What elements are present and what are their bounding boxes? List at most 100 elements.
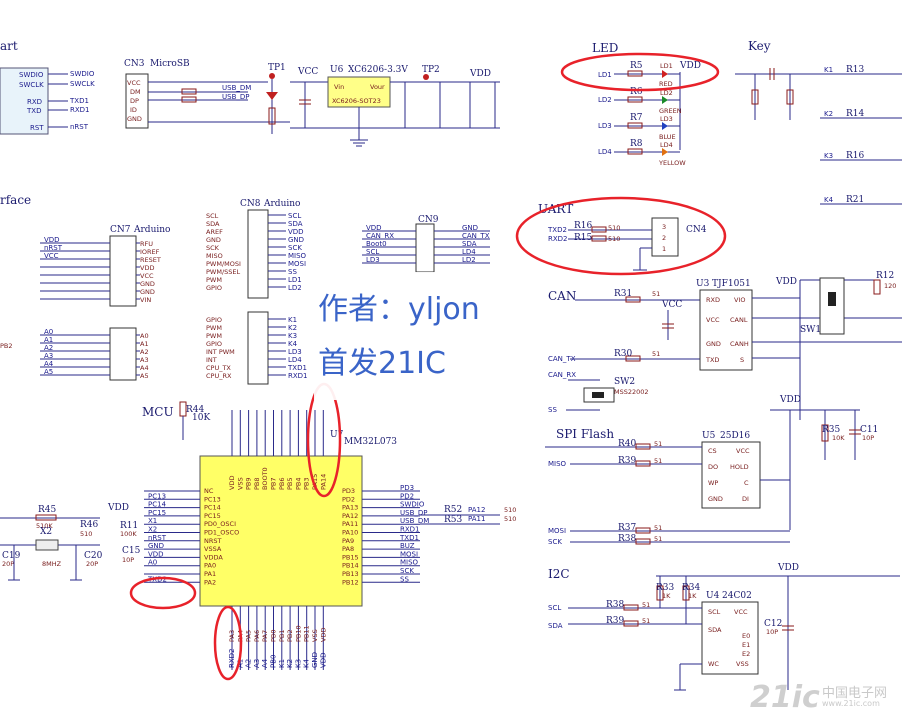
r39-label: R39: [618, 456, 637, 466]
cn8-right-6: MOSI: [288, 260, 306, 268]
mcu-bottom-pin-0: PA3: [228, 630, 236, 642]
mcu-right-net-8: MOSI: [400, 550, 418, 558]
cn7-right-1: IOREF: [140, 248, 160, 256]
r12-ref: R12: [876, 271, 894, 281]
cn8-right-0: SCL: [288, 212, 301, 220]
mcu-bottom-net-4: A4: [261, 658, 269, 668]
u5-pin-l-0: CS: [708, 447, 717, 455]
mcu-right-net-1: PD2: [400, 492, 414, 500]
cn4-net-1: RXD2: [548, 235, 568, 243]
r38b-label: R38: [606, 600, 625, 610]
led-vdd: VDD: [679, 61, 701, 71]
cn8-left-2: AREF: [206, 228, 223, 236]
cn7-left-0: VDD: [44, 236, 60, 244]
r46-ref: R46: [80, 520, 99, 530]
tp2-ref: TP2: [422, 65, 440, 75]
cn8-top: [247, 209, 269, 299]
u4-pin-l-1: SDA: [708, 626, 722, 634]
mcu-left-pin-6: NRST: [204, 537, 222, 545]
cn9-ref: CN9: [418, 215, 439, 225]
mcu-right-net-5: RXD1: [400, 526, 420, 534]
cn4-res-0-val: 510: [608, 224, 620, 232]
led-net-0: LD1: [598, 71, 612, 79]
cn7-left-13: A5: [44, 368, 53, 376]
u6-pkg: XC6206-SOT23: [332, 97, 381, 105]
mcu-left-net-5: X2: [148, 526, 157, 534]
cn7-right-8: A0: [140, 332, 149, 340]
cn8-right-13: K4: [288, 340, 298, 348]
can-vcc: VCC: [661, 300, 682, 310]
cn8-left-1: SDA: [206, 220, 220, 228]
u3-pin-r-1: CANL: [730, 316, 748, 324]
cn9-left-1: CAN_RX: [366, 232, 394, 240]
led-name-1: LD2: [660, 89, 673, 97]
u3-pin-r-3: S: [740, 356, 744, 364]
section-interface-title: rface: [0, 193, 31, 207]
u5-pin-r-1: HOLD: [730, 463, 749, 471]
mcu-top-pin-7: PB5: [286, 477, 294, 490]
mcu-left-pin-8: VDDA: [204, 553, 223, 561]
mcu-bottom-pin-5: PB0: [270, 629, 278, 642]
cn7-right-7: VIN: [140, 296, 151, 304]
key-block: Key K1 K2 K3 K4 R13 R14 R16 R21: [735, 39, 902, 205]
cn3-ref: CN3: [124, 59, 145, 69]
mcu-left-net-4: X1: [148, 517, 157, 525]
mcu-top-pin-5: PB7: [270, 477, 278, 490]
led-res-0: R5: [630, 61, 643, 71]
crystal-block: R45 510K R46 510 X2 C19 20P 8MHZ C20 20P…: [0, 503, 141, 581]
cn8-left-6: PWM/MOSI: [206, 260, 241, 268]
cn7-right-13: A5: [140, 372, 149, 380]
key-net-1: K2: [824, 110, 833, 118]
r44-val: 10K: [192, 413, 210, 423]
mcu-bottom-pin-10: VSS: [311, 629, 319, 642]
section-led-title: LED: [592, 41, 618, 55]
key-net-2: K3: [824, 152, 833, 160]
cn9-right-4: LD2: [462, 256, 476, 264]
cn7-right-12: A4: [140, 364, 149, 372]
section-uart-title: UART: [538, 202, 573, 216]
cn7-right-10: A2: [140, 348, 149, 356]
mcu-left-pin-4: PD0_OSCI: [204, 520, 236, 528]
uart-net-0: SWDIO: [19, 71, 44, 79]
x2-val: 8MHZ: [42, 560, 62, 568]
i2c-block: I2C VDD R33 1K R34 1K U4 24C02 SCL SDA W…: [548, 563, 900, 691]
spi-flash-chip: [701, 441, 761, 509]
i2c-r1-val: 51: [642, 601, 650, 609]
cn7-left-10: A2: [44, 344, 53, 352]
c15-val: 10P: [122, 556, 134, 564]
r11-val: 100K: [120, 530, 137, 538]
i2c-r2-val: 51: [642, 617, 650, 625]
mcu-right-net-11: SS: [400, 575, 409, 583]
spi-vdd: VDD: [779, 395, 801, 405]
cn7-right-9: A1: [140, 340, 149, 348]
cn8-left-7: PWM/SSEL: [206, 268, 241, 276]
ldo-vin: Vin: [334, 83, 344, 91]
mcu-left-pin-3: PC15: [204, 512, 221, 520]
led-net-2: LD3: [598, 122, 612, 130]
mcu-right-pin-6: PA9: [342, 537, 354, 545]
cn8-right-17: RXD1: [288, 372, 308, 380]
u4-pin-r-3: E2: [742, 650, 750, 658]
mcu-left-net-7: GND: [148, 542, 164, 550]
cn9-right-1: CAN_TX: [462, 232, 490, 240]
mcu-bottom-pin-9: PB11: [303, 625, 311, 642]
usb-net-dm: USB_DM: [222, 84, 251, 92]
r45-ref: R45: [38, 505, 57, 515]
spi-r2-val: 51: [654, 457, 662, 465]
led-net-1: LD2: [598, 96, 612, 104]
cn7-right-5: GND: [140, 280, 155, 288]
u4-pin-l-2: WC: [708, 660, 719, 668]
key-res-1: R14: [846, 109, 865, 119]
led-color-1: GREEN: [659, 107, 682, 115]
c11-label: C11: [860, 425, 878, 435]
led-res-3: R8: [630, 139, 643, 149]
u5-pin-r-0: VCC: [736, 447, 750, 455]
uart-cn4-block: UART TXD2 RXD2 R16 R15 510 510 3 2 1 CN4: [538, 202, 707, 274]
cn4-res-1-val: 510: [608, 235, 620, 243]
mcu-right-net-6: TXD1: [399, 534, 419, 542]
pa-net-1: PA11: [468, 515, 485, 523]
mcu-right-pin-0: PD3: [342, 487, 355, 495]
cn8-left-3: GND: [206, 236, 221, 244]
can-transceiver: [699, 289, 753, 371]
